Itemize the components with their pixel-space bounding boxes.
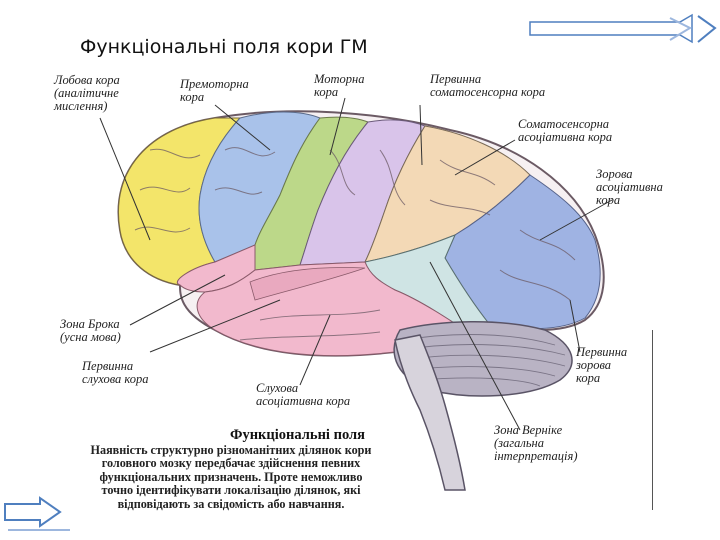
label-frontal-cortex: Лобова кора (аналітичне мислення) xyxy=(54,73,120,113)
label-broca-area: Зона Брока (усна мова) xyxy=(60,317,121,344)
label-premotor-cortex: Премоторна кора xyxy=(180,77,249,104)
label-primary-visual-cortex: Первинна зорова кора xyxy=(576,345,628,385)
divider xyxy=(652,330,653,510)
caption-title: Функціональні поля xyxy=(230,427,365,443)
label-somatosensory-assoc-cortex: Соматосенсорна асоціативна кора xyxy=(518,117,613,144)
primary-auditory-region xyxy=(249,267,366,301)
label-somatosensory-cortex: Первинна соматосенсорна кора xyxy=(430,72,546,99)
label-motor-cortex: Моторна кора xyxy=(314,72,365,99)
decorative-arrow-icon xyxy=(529,13,717,44)
label-visual-assoc-cortex: Зорова асоціативна кора xyxy=(596,167,663,207)
slide-title: Функціональні поля кори ГМ xyxy=(80,36,368,58)
decorative-arrow-icon xyxy=(4,496,70,531)
brainstem xyxy=(394,334,466,491)
label-primary-auditory-cortex: Первинна слухова кора xyxy=(82,359,149,386)
caption-text: Наявність структурно різноманітних ділян… xyxy=(90,443,372,511)
label-auditory-assoc-cortex: Слухова асоціативна кора xyxy=(256,381,351,408)
label-wernicke-area: Зона Верніке (загальна інтерпретація) xyxy=(494,423,578,463)
